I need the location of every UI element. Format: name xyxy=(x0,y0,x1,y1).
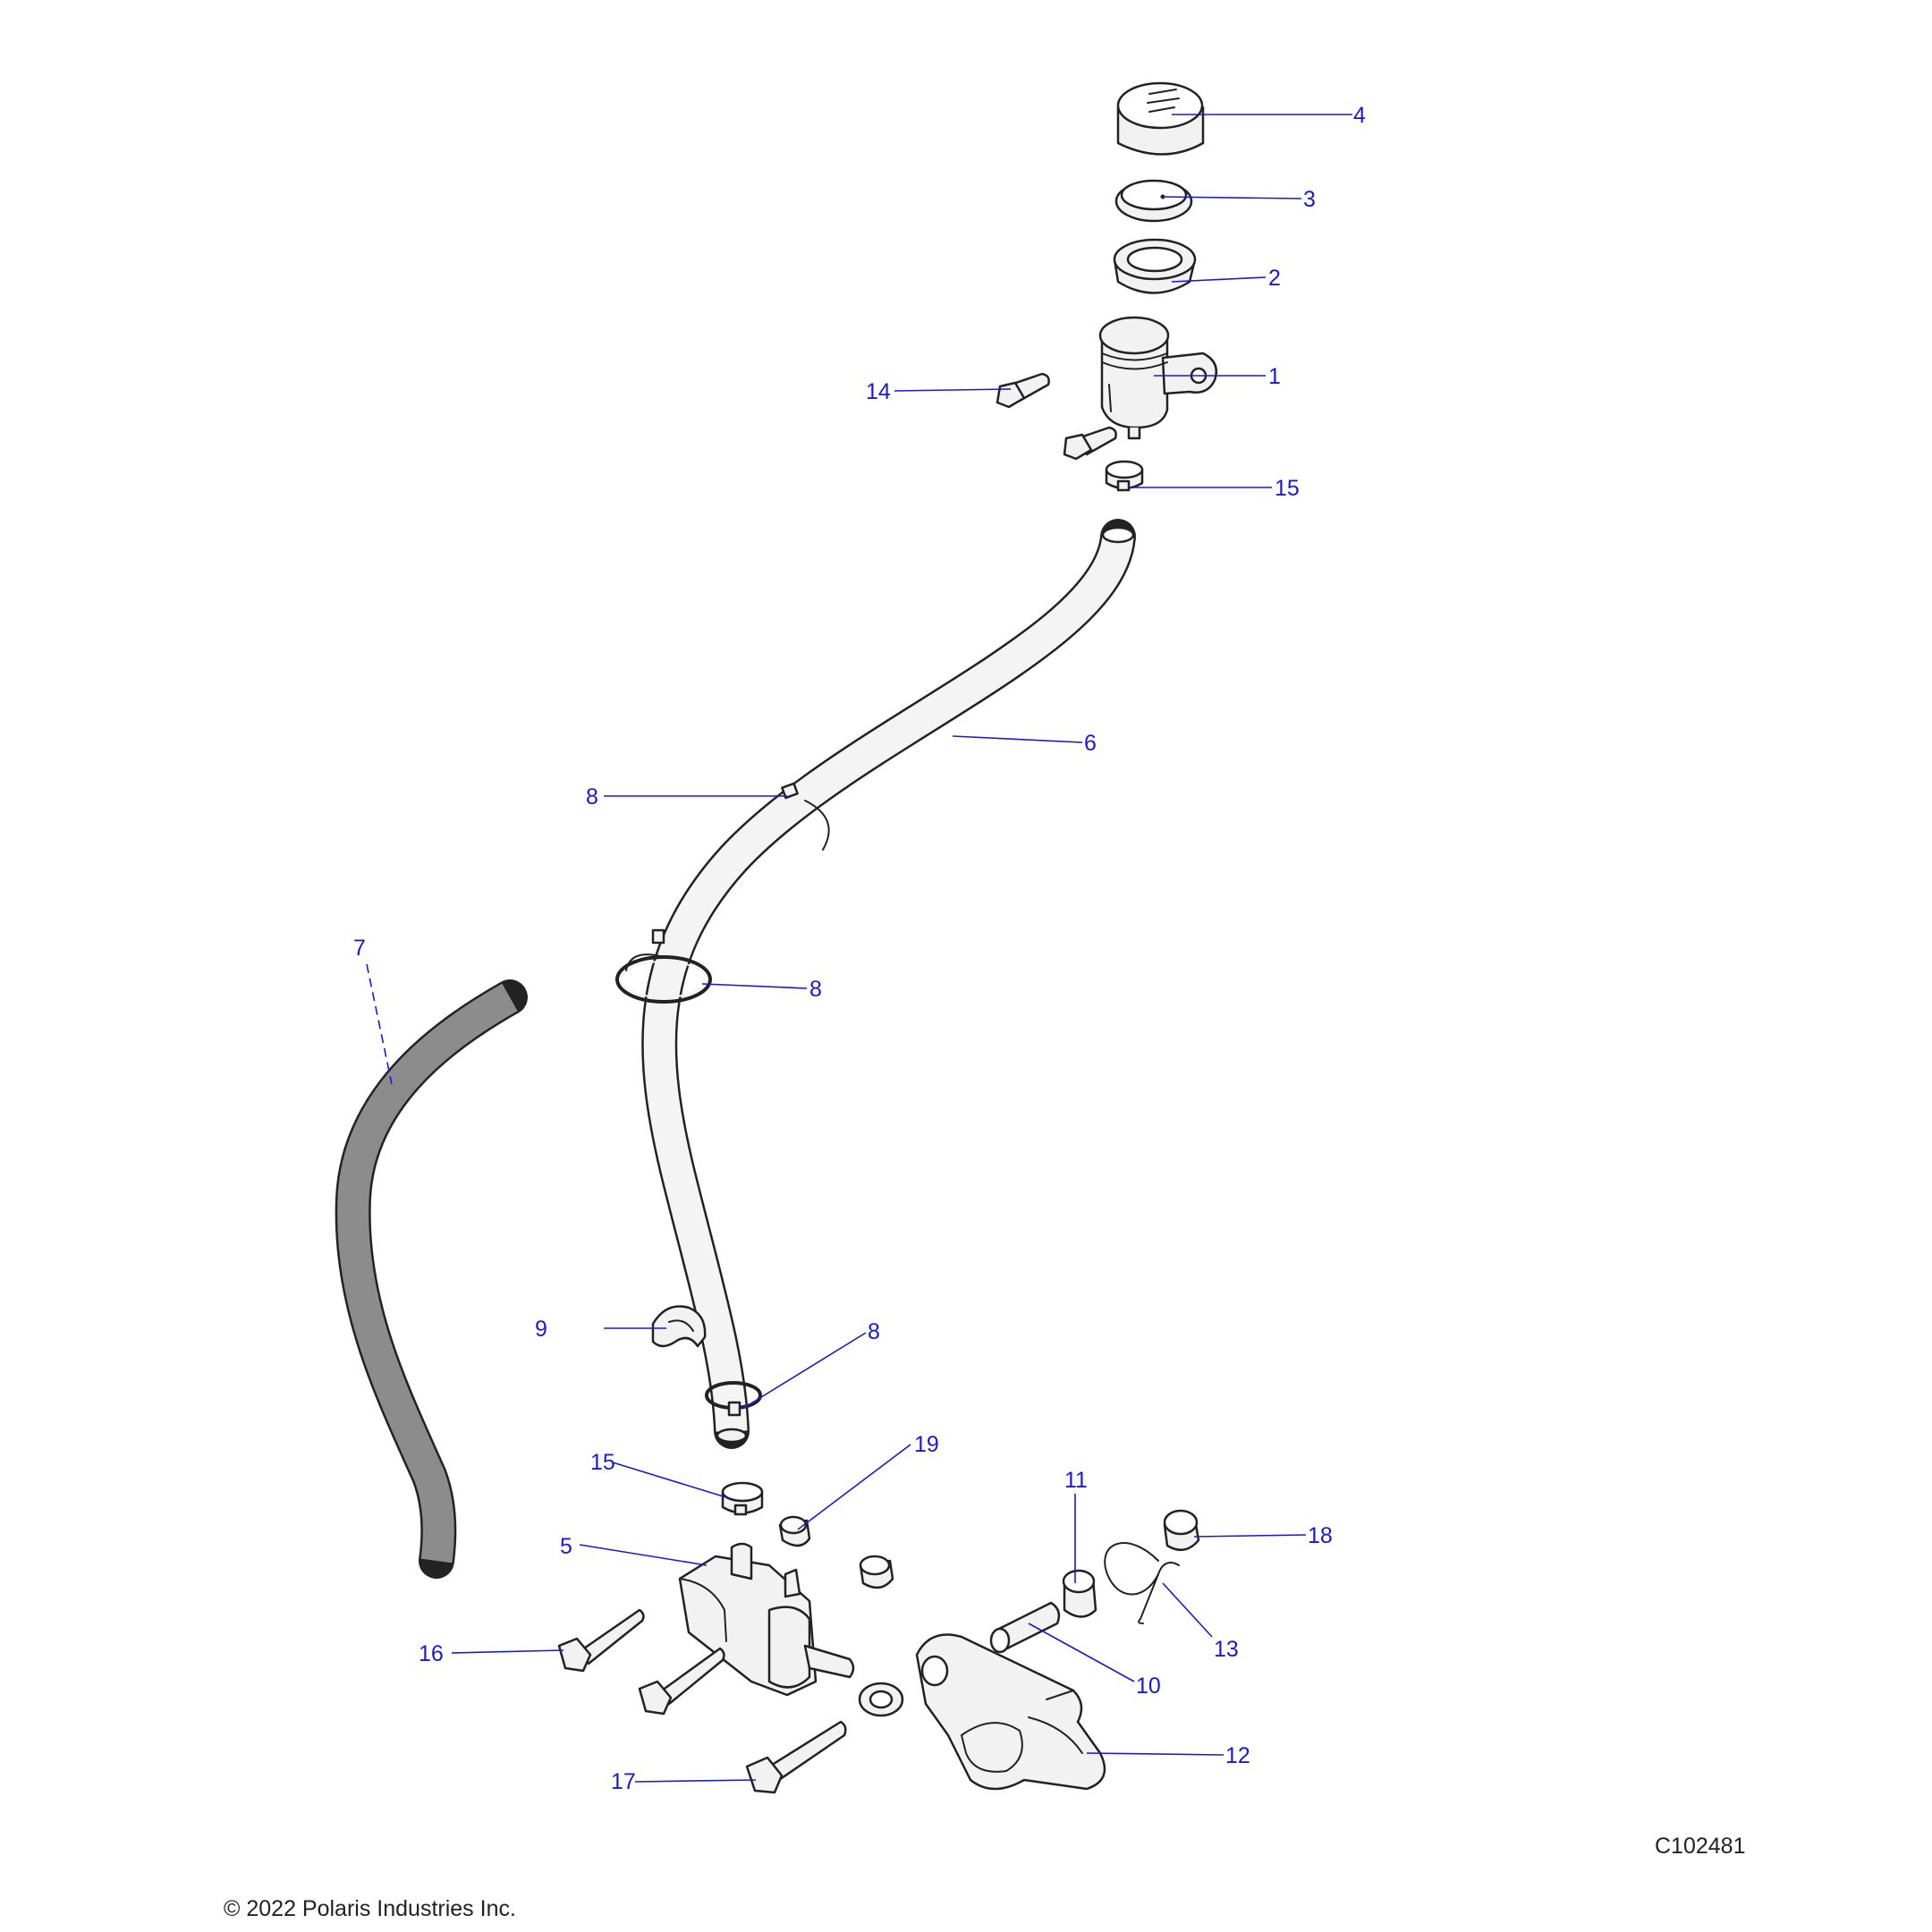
part-bushing-18 xyxy=(1163,1509,1200,1552)
part-vent-hose xyxy=(335,979,528,1579)
part-diaphragm-plate xyxy=(1113,238,1197,294)
callout-16: 16 xyxy=(419,1641,444,1666)
part-bushing-upper xyxy=(859,1555,894,1589)
callout-labels: 1 2 3 4 5 6 7 8 8 8 9 10 11 12 13 14 15 … xyxy=(353,103,1366,1794)
part-bolt-16b xyxy=(638,1647,725,1716)
copyright-notice: © 2022 Polaris Industries Inc. xyxy=(224,1896,516,1921)
callout-11: 11 xyxy=(1064,1468,1088,1493)
part-pivot-pin xyxy=(989,1601,1061,1654)
callout-13: 13 xyxy=(1214,1637,1239,1662)
callout-12: 12 xyxy=(1225,1743,1250,1768)
callout-7: 7 xyxy=(353,936,366,961)
part-brake-pedal xyxy=(915,1633,1106,1791)
callout-15-bottom: 15 xyxy=(590,1450,615,1475)
callout-6: 6 xyxy=(1084,731,1097,756)
part-bolt-17 xyxy=(745,1720,847,1794)
callout-2: 2 xyxy=(1268,266,1281,291)
callout-19: 19 xyxy=(914,1432,939,1457)
callout-3: 3 xyxy=(1303,187,1316,212)
part-cable-tie-top xyxy=(781,782,830,851)
part-screw-14a xyxy=(996,372,1050,409)
part-screw-14b xyxy=(1063,426,1117,461)
part-hose-main xyxy=(641,519,1136,1449)
part-cable-tie-loop xyxy=(615,928,712,1004)
callout-4: 4 xyxy=(1353,103,1366,128)
part-clamp-15-top xyxy=(1105,460,1144,492)
callout-15-top: 15 xyxy=(1275,476,1300,501)
callout-1: 1 xyxy=(1268,364,1281,389)
part-hose-clip xyxy=(651,1305,707,1348)
leader-lines xyxy=(366,114,1352,1783)
callout-8-mid: 8 xyxy=(809,977,822,1002)
callout-5: 5 xyxy=(560,1534,572,1559)
part-master-cylinder xyxy=(678,1542,855,1697)
part-cable-tie-bottom xyxy=(705,1381,762,1417)
diagram-code: C102481 xyxy=(1655,1834,1746,1859)
part-diaphragm xyxy=(1114,179,1193,223)
part-bushing-lower xyxy=(858,1682,904,1717)
callout-18: 18 xyxy=(1308,1523,1333,1548)
callout-9: 9 xyxy=(535,1317,547,1342)
part-pivot-bushing xyxy=(1062,1569,1097,1618)
callout-8-top: 8 xyxy=(586,784,598,809)
part-return-spring xyxy=(1104,1542,1180,1624)
part-bushing-19 xyxy=(778,1515,811,1547)
callout-17: 17 xyxy=(611,1769,636,1794)
part-reservoir-cap xyxy=(1116,81,1205,156)
part-clamp-15-bottom xyxy=(721,1481,764,1516)
callout-14: 14 xyxy=(866,379,891,404)
callout-10: 10 xyxy=(1136,1674,1161,1699)
part-reservoir xyxy=(1098,316,1218,440)
part-bolt-16a xyxy=(557,1608,645,1673)
callout-8-bottom: 8 xyxy=(868,1319,880,1344)
